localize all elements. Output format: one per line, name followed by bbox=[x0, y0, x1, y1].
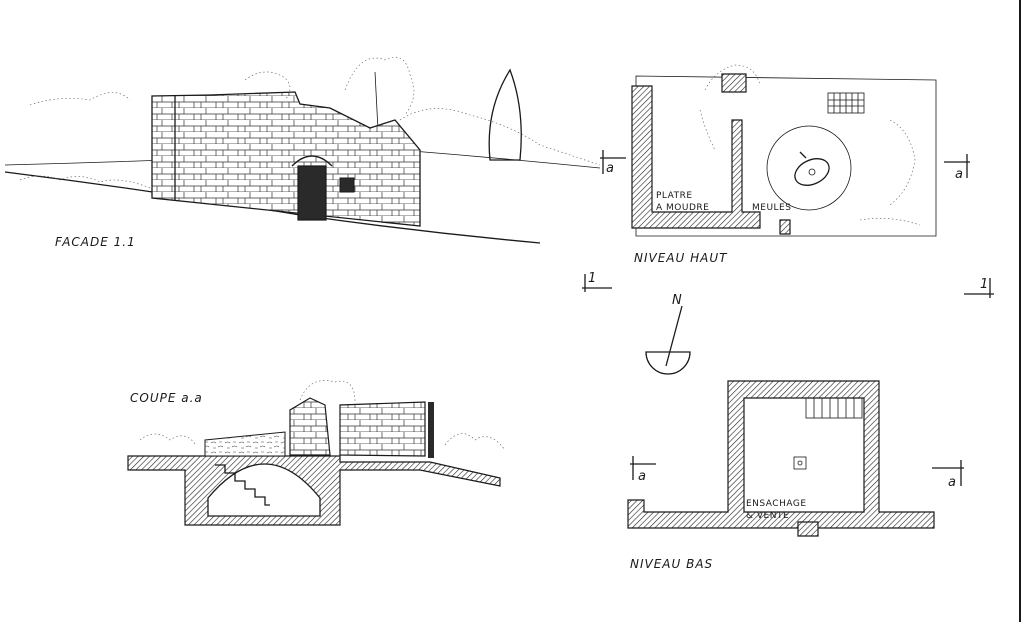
svg-text:a: a bbox=[606, 161, 614, 176]
coupe-left-bushes bbox=[139, 433, 196, 445]
facade-tree-trunk bbox=[374, 71, 379, 131]
niveau-haut-plan: PLATRE A MOUDRE MEULES NIVEAU HAUT bbox=[631, 64, 937, 265]
north-arrow-label: N bbox=[672, 293, 682, 308]
haut-room-a-moudre: A MOUDRE bbox=[656, 203, 709, 213]
facade-foreground-grass bbox=[19, 175, 151, 189]
north-arrow: N bbox=[645, 293, 691, 375]
facade-title: FACADE 1.1 bbox=[55, 235, 136, 249]
haut-millstone-mark bbox=[799, 151, 807, 159]
facade-elevation: FACADE 1.1 bbox=[4, 56, 601, 249]
niveau-bas-plan: ENSACHAGE & VENTE NIVEAU BAS bbox=[627, 380, 935, 571]
haut-millstone-outer bbox=[766, 125, 852, 211]
coupe-stairs bbox=[215, 464, 270, 506]
bas-center-dot bbox=[797, 460, 803, 466]
svg-text:a: a bbox=[955, 167, 963, 182]
facade-door-arch bbox=[291, 155, 333, 167]
facade-ivy bbox=[244, 71, 291, 101]
svg-text:a: a bbox=[948, 475, 956, 490]
section-mark-a-right-top: a bbox=[944, 154, 970, 182]
facade-cypress bbox=[488, 68, 522, 161]
coupe-left-wall bbox=[289, 397, 331, 456]
coupe-title: COUPE a.a bbox=[130, 391, 203, 405]
bas-center-square bbox=[793, 456, 807, 470]
bas-room-ensachage: ENSACHAGE bbox=[746, 499, 807, 509]
facade-tree-sketch bbox=[344, 56, 415, 116]
coupe-section: COUPE a.a bbox=[127, 380, 506, 526]
haut-grille bbox=[827, 92, 865, 114]
bas-room-vente: & VENTE bbox=[746, 511, 789, 521]
bas-door-jamb bbox=[797, 521, 819, 537]
haut-right-vegetation bbox=[859, 119, 921, 226]
haut-millstone-axle bbox=[808, 168, 816, 176]
haut-room-meules: MEULES bbox=[752, 203, 791, 213]
bas-title: NIVEAU BAS bbox=[630, 557, 713, 571]
section-mark-a-left-bottom: a bbox=[630, 456, 656, 484]
facade-far-vegetation bbox=[29, 92, 131, 106]
svg-text:1: 1 bbox=[980, 277, 988, 292]
svg-text:a: a bbox=[638, 469, 646, 484]
facade-window bbox=[339, 177, 355, 193]
haut-ivy bbox=[699, 64, 761, 151]
haut-title: NIVEAU HAUT bbox=[634, 251, 728, 265]
coupe-wall-end bbox=[428, 402, 434, 458]
bas-stair bbox=[805, 397, 863, 419]
haut-pillar bbox=[721, 73, 747, 93]
svg-text:1: 1 bbox=[588, 271, 596, 286]
coupe-right-bushes bbox=[444, 433, 506, 451]
coupe-vault bbox=[207, 463, 321, 517]
coupe-right-wall bbox=[339, 401, 426, 457]
section-mark-a-right-bottom: a bbox=[932, 460, 964, 490]
haut-walls bbox=[631, 85, 761, 229]
haut-millstone-inner bbox=[794, 158, 830, 186]
facade-stone-wall bbox=[151, 91, 421, 227]
facade-background-bushes bbox=[399, 108, 601, 166]
section-mark-1-right: 1 bbox=[964, 277, 994, 298]
facade-door bbox=[297, 165, 327, 221]
haut-door-jamb bbox=[779, 219, 791, 235]
haut-room-platre: PLATRE bbox=[656, 191, 693, 201]
coupe-rubble bbox=[204, 431, 286, 457]
section-mark-a-left-top: a bbox=[600, 150, 626, 176]
section-mark-1-left: 1 bbox=[582, 271, 612, 292]
